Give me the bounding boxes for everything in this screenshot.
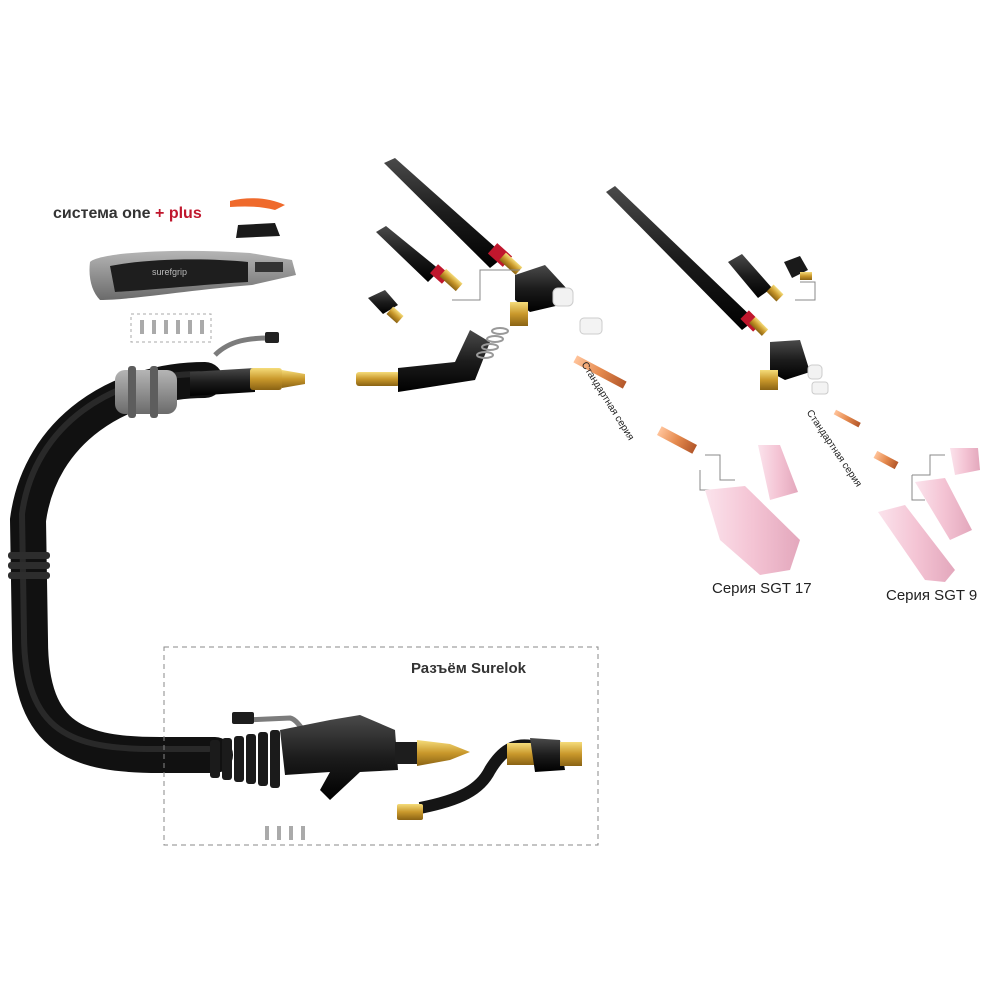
spring-icon xyxy=(476,327,509,359)
sgt17-back-caps xyxy=(368,158,523,324)
handle-brand-text: surefgrip xyxy=(152,267,187,277)
ceramic-nozzle-small-9 xyxy=(950,448,980,475)
gas-lens-insulator xyxy=(579,317,603,335)
ceramic-nozzle-mid-9 xyxy=(915,478,972,540)
collet-body-9 xyxy=(833,409,861,428)
orange-clip xyxy=(230,198,285,210)
surelok-brass-nipple xyxy=(417,740,470,766)
short-back-cap xyxy=(368,290,398,314)
medium-back-cap-9 xyxy=(728,254,772,298)
adapter-brass-end xyxy=(560,742,582,766)
grey-sleeve xyxy=(115,370,177,414)
torch-neck xyxy=(356,327,509,392)
cable-ribs xyxy=(8,552,50,579)
collet-body-17 xyxy=(573,355,627,389)
sgt9-back-caps xyxy=(606,186,816,336)
series-sgt9-label: Серия SGT 9 xyxy=(886,587,978,604)
collet-9 xyxy=(873,450,899,470)
surelok-body xyxy=(280,715,398,800)
strain-relief-spring xyxy=(210,730,280,788)
system-one-plus-label: система one + plus xyxy=(53,205,202,223)
ceramic-nozzle-long-17 xyxy=(705,486,800,575)
ceramic-nozzle-long-9 xyxy=(878,505,955,582)
long-back-cap-9 xyxy=(606,186,755,330)
plus-word-text: plus xyxy=(168,205,202,222)
sgt17-consumables xyxy=(573,317,800,575)
plus-sign-text: + xyxy=(155,205,165,222)
surelok-connector-box xyxy=(163,646,599,846)
torch-cable-end xyxy=(115,332,305,418)
main-cable xyxy=(8,362,233,773)
sgt9-consumables xyxy=(811,381,980,582)
long-back-cap xyxy=(384,158,505,268)
sgt17-head-body xyxy=(510,265,574,326)
series-sgt17-label: Серия SGT 17 xyxy=(712,580,812,597)
small-screws-handle xyxy=(140,320,204,334)
brass-fitting xyxy=(250,368,282,390)
black-cap xyxy=(236,223,280,238)
system-one-text: система one xyxy=(53,205,151,222)
sgt9-head-body xyxy=(760,340,823,390)
small-screws-connector xyxy=(265,826,305,840)
collet-17 xyxy=(656,426,698,454)
medium-back-cap xyxy=(376,226,440,282)
surelok-connector-parts xyxy=(210,712,582,840)
surelok-connector-label: Разъём Surelok xyxy=(411,660,526,677)
handle-assembly: surefgrip xyxy=(89,198,297,343)
ceramic-nozzle-short-17 xyxy=(758,445,798,500)
